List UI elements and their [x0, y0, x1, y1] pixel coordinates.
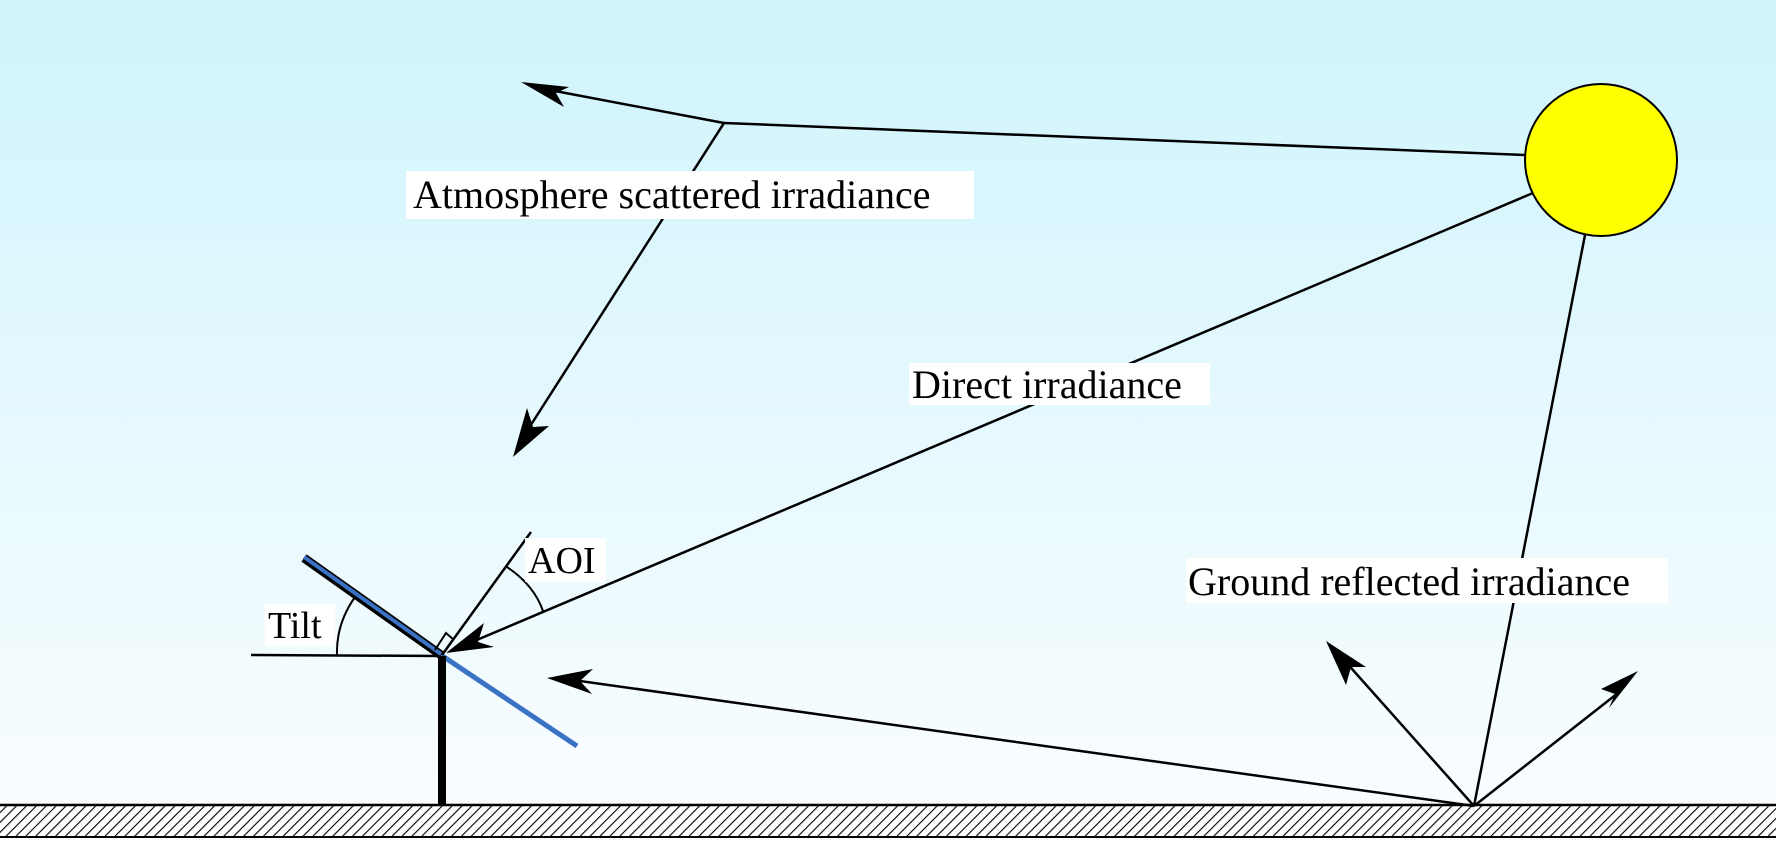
label-direct-bg: [909, 363, 1210, 405]
tilt-arc: [335, 596, 356, 656]
label-ground: Ground reflected irradiance: [1186, 558, 1668, 604]
label-tilt: Tilt: [265, 604, 335, 647]
label-aoi: AOI: [525, 538, 606, 582]
arrowhead-scatter-up: [521, 82, 569, 107]
arrowhead-ground-to-panel: [547, 669, 593, 694]
label-ground-text: Ground reflected irradiance: [1188, 559, 1630, 604]
horizontal-reference-line: [250, 653, 442, 658]
label-atmosphere: Atmosphere scattered irradiance: [406, 171, 974, 219]
sun-icon: [1524, 83, 1678, 237]
ground-reflected-rays: [579, 234, 1619, 808]
arrowhead-ground-up-right: [1601, 671, 1638, 708]
direct-irradiance-ray: [471, 191, 1534, 644]
arrowhead-scatter-down: [513, 408, 549, 457]
solar-panel-assembly: [250, 531, 579, 806]
label-aoi-text: AOI: [528, 540, 596, 582]
panel-normal-line: [440, 531, 533, 656]
aoi-arc: [506, 566, 544, 612]
label-tilt-bg: [265, 604, 335, 646]
label-direct: Direct irradiance: [909, 362, 1210, 407]
arrowhead-direct: [446, 623, 494, 653]
label-ground-bg: [1186, 558, 1668, 603]
right-angle-marker: [434, 631, 455, 651]
sky-background: [0, 0, 1776, 805]
label-direct-text: Direct irradiance: [912, 362, 1182, 407]
label-tilt-text: Tilt: [268, 605, 322, 647]
panel-front-blue: [302, 555, 443, 656]
arrowhead-ground-up-left: [1326, 641, 1366, 685]
panel-back-extension: [439, 652, 579, 749]
label-aoi-bg: [525, 538, 606, 582]
label-atmosphere-bg: [406, 171, 974, 219]
label-atmosphere-text: Atmosphere scattered irradiance: [413, 172, 931, 217]
ground-icon: [0, 803, 1776, 838]
